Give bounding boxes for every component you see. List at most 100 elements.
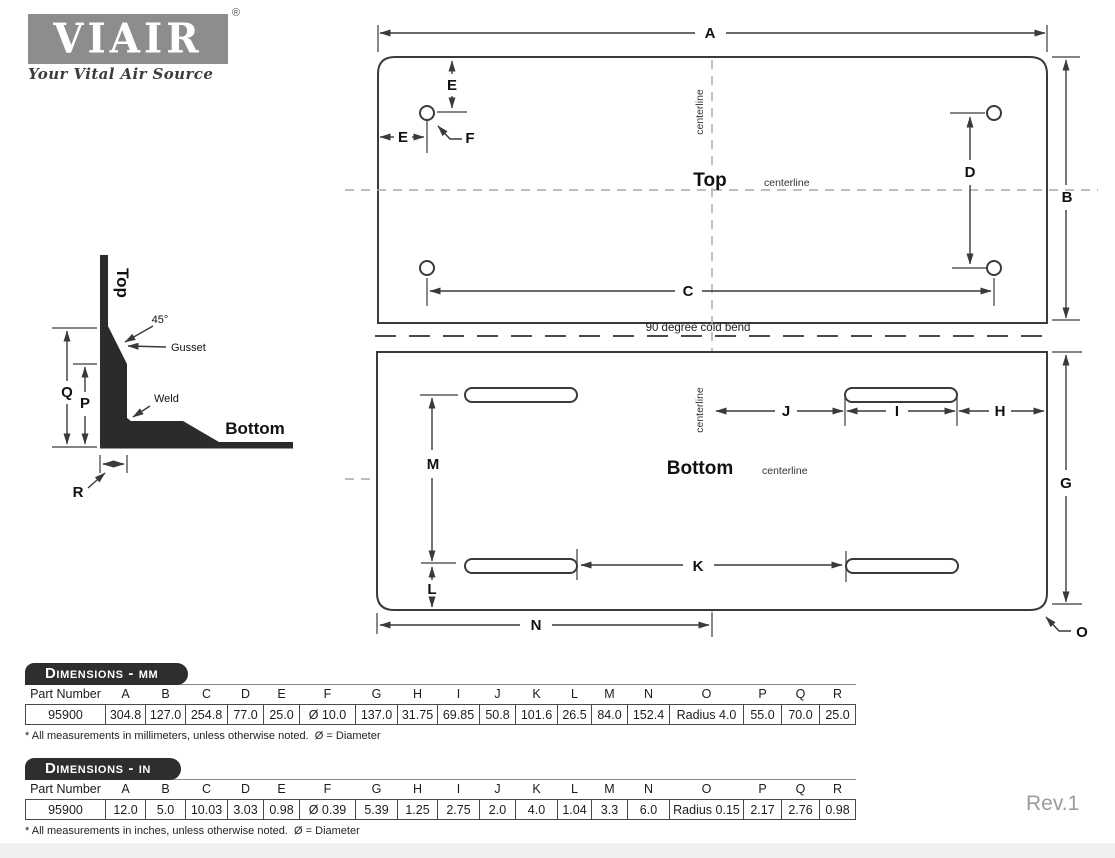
dim-label-a: A (705, 25, 716, 42)
column-header: F (299, 684, 356, 705)
dim-d: D (950, 112, 986, 269)
mounting-slot (845, 558, 959, 574)
bend-line: 90 degree cold bend (375, 322, 1047, 337)
value-cell: 70.0 (781, 704, 820, 725)
value-cell: 4.0 (515, 799, 558, 820)
dimensions-in-tab: Dimensions - in (25, 758, 181, 780)
bottom-view-outline (376, 351, 1048, 611)
profile-gusset-label: Gusset (171, 342, 206, 354)
dim-label-c: C (683, 283, 694, 300)
column-header: D (227, 779, 264, 800)
dim-e-f: E E F (379, 60, 475, 153)
top-view-title: Top (693, 170, 726, 191)
value-cell: 3.03 (227, 799, 264, 820)
dim-label-r: R (73, 484, 84, 501)
top-centerline-label: centerline (764, 177, 810, 189)
value-cell: 5.39 (355, 799, 398, 820)
value-cell: 10.03 (185, 799, 228, 820)
value-cell: 6.0 (627, 799, 670, 820)
value-cell: 2.0 (479, 799, 516, 820)
column-header: K (515, 779, 558, 800)
dim-label-e-vertical: E (447, 77, 457, 94)
value-cell: 137.0 (355, 704, 398, 725)
column-header: M (591, 684, 628, 705)
column-header: H (397, 779, 438, 800)
column-header: H (397, 684, 438, 705)
value-cell: 69.85 (437, 704, 480, 725)
dim-b: B (1052, 56, 1080, 321)
column-header: K (515, 684, 558, 705)
column-header: Q (781, 779, 820, 800)
value-cell: 152.4 (627, 704, 670, 725)
column-header: G (355, 684, 398, 705)
value-cell: 0.98 (819, 799, 856, 820)
dim-r: R (73, 455, 128, 501)
bottom-view-title: Bottom (667, 458, 733, 479)
bottom-view (376, 351, 1048, 611)
value-cell: Radius 4.0 (669, 704, 744, 725)
column-header: J (479, 684, 516, 705)
revision-label: Rev.1 (1026, 792, 1080, 815)
value-cell: 5.0 (145, 799, 186, 820)
value-cell: 50.8 (479, 704, 516, 725)
column-header: G (355, 779, 398, 800)
dim-label-j: J (782, 403, 790, 420)
column-header: N (627, 684, 670, 705)
mounting-slot (844, 387, 958, 403)
value-cell: Ø 0.39 (299, 799, 356, 820)
value-cell: 31.75 (397, 704, 438, 725)
column-header: B (145, 684, 186, 705)
column-header: R (819, 684, 856, 705)
column-header: P (743, 684, 782, 705)
column-header: I (437, 779, 480, 800)
dim-j-i-h: J I H (715, 397, 1045, 426)
dim-label-p: P (80, 395, 90, 412)
value-cell: Ø 10.0 (299, 704, 356, 725)
profile-bottom-label: Bottom (225, 419, 284, 438)
profile-view: Top Bottom 45° Gusset Weld (100, 255, 293, 449)
value-cell: Radius 0.15 (669, 799, 744, 820)
dim-label-n: N (531, 617, 542, 634)
column-header: J (479, 779, 516, 800)
dim-p: P (73, 363, 97, 445)
dimensions-in-footnote: * All measurements in inches, unless oth… (25, 825, 360, 837)
column-header: R (819, 779, 856, 800)
dim-g: G (1052, 351, 1082, 605)
value-cell: 26.5 (557, 704, 592, 725)
value-cell: 3.3 (591, 799, 628, 820)
column-header: I (437, 684, 480, 705)
column-header: M (591, 779, 628, 800)
top-view-holes (419, 105, 1002, 276)
dim-label-g: G (1060, 475, 1072, 492)
value-cell: 2.17 (743, 799, 782, 820)
dim-label-o: O (1076, 624, 1088, 641)
dim-label-d: D (965, 164, 976, 181)
bottom-strip (0, 843, 1115, 858)
value-cell: 127.0 (145, 704, 186, 725)
column-header: N (627, 779, 670, 800)
value-cell: 304.8 (105, 704, 146, 725)
dim-label-b: B (1062, 189, 1073, 206)
dim-l: L (427, 566, 437, 608)
column-header: D (227, 684, 264, 705)
dim-label-m: M (427, 456, 440, 473)
column-header: Part Number (25, 779, 106, 800)
value-cell: 55.0 (743, 704, 782, 725)
viair-logo-text: VIAIR (53, 14, 203, 63)
column-header: A (105, 779, 146, 800)
mounting-slot (464, 387, 578, 403)
value-cell: 2.76 (781, 799, 820, 820)
bottom-centerline-vertical-label: centerline (694, 387, 706, 433)
profile-top-label: Top (113, 268, 132, 298)
value-cell: 77.0 (227, 704, 264, 725)
mounting-hole (986, 260, 1002, 276)
top-centerline-vertical-label: centerline (694, 89, 706, 135)
value-cell: 0.98 (263, 799, 300, 820)
